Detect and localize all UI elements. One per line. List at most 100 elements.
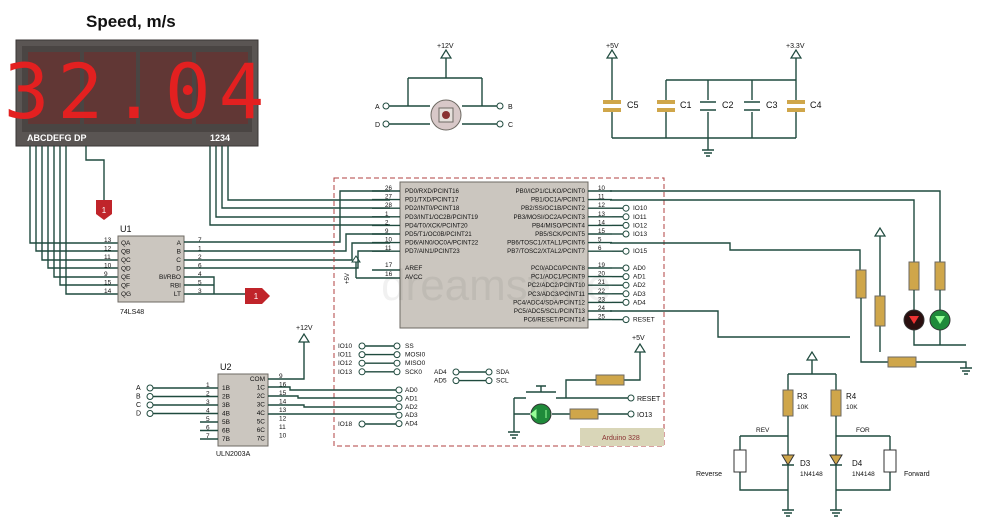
io-terminal [395, 386, 403, 394]
svg-text:Forward: Forward [904, 471, 930, 478]
arduino-label-box [580, 428, 664, 446]
u1-pin-label: QE [121, 274, 131, 281]
u2-pin-number: 3 [206, 399, 210, 406]
mcu-pin-label: PD1/TXD/PCINT17 [405, 197, 459, 204]
reset-circuit: +5V RESET IO13 [508, 335, 661, 439]
io-terminal [622, 221, 630, 229]
mcu-pin-number: 25 [598, 314, 605, 321]
u2-input-label: A [136, 385, 141, 392]
io-terminal [146, 410, 154, 417]
io-terminal [395, 403, 403, 411]
svg-text:D3: D3 [800, 459, 811, 468]
mcu-pin-label: PD6/AIN0/OC0A/PCINT22 [405, 240, 479, 247]
mcu-pin-label: PB3/MOSI/OC2A/PCINT3 [513, 214, 585, 221]
u1-pin-number: 2 [198, 254, 202, 261]
mcu-pin-number: 11 [385, 245, 392, 252]
led-pot-section [855, 226, 972, 375]
u1-pin-number: 11 [104, 254, 111, 261]
mcu-pin-label: PB1/OC1A/PCINT1 [531, 197, 586, 204]
svg-text:D4: D4 [852, 459, 863, 468]
u2-pin-label: 6C [257, 427, 266, 434]
display-digits: 32.04 [4, 47, 273, 136]
svg-text:+12V: +12V [296, 325, 313, 332]
u1-pin-number: 9 [104, 271, 108, 278]
svg-text:IO13: IO13 [637, 412, 652, 419]
seven-segment-display: 32.04 ABCDEFG DP 1234 [4, 39, 273, 147]
io-terminal [452, 368, 460, 376]
io-terminal [485, 368, 493, 376]
u2-input-label: C [136, 402, 141, 409]
u1-pin-label: QG [121, 291, 131, 298]
mcu-pin-number: 9 [385, 228, 389, 235]
io-label: IO11 [633, 214, 647, 221]
mcu-pin-number: 14 [598, 219, 605, 226]
svg-text:+5V: +5V [632, 335, 645, 342]
svg-text:C2: C2 [722, 100, 734, 110]
u1-pin-label: D [176, 266, 181, 273]
mcu-pin-number: 19 [598, 262, 605, 269]
u2-pin-number: 5 [206, 416, 210, 423]
arduino-label: Arduino 328 [602, 435, 640, 442]
u1-pin-number: 13 [104, 237, 112, 244]
mcu-pin-label: PC4/ADC4/SDA/PCINT12 [513, 299, 585, 306]
mcu-atmega328: PD0/RXD/PCINT1626PD1/TXD/PCINT1727PD2/IN… [345, 181, 655, 329]
svg-text:1: 1 [102, 206, 107, 215]
svg-text:+12V: +12V [437, 43, 454, 50]
io-terminal [146, 384, 154, 392]
u2-input-label: B [136, 394, 141, 401]
io18-label: IO18 [338, 421, 352, 428]
u2-pin-label: 6B [222, 428, 230, 435]
mcu-pin-label: PD2/INT0/PCINT18 [405, 205, 460, 212]
mcu-pin-number: 21 [598, 279, 605, 286]
svg-text:C5: C5 [627, 100, 639, 110]
stepper-motor: +12V A D B C [375, 43, 513, 131]
io-label: AD4 [633, 299, 646, 306]
io-terminal [395, 420, 403, 428]
mcu-pin-label: PD7/AIN1/PCINT23 [405, 248, 460, 255]
svg-text:RESET: RESET [637, 396, 661, 403]
svg-text:ULN2003A: ULN2003A [216, 451, 251, 458]
u1-pin-number: 3 [198, 288, 202, 295]
io-terminal [622, 273, 630, 281]
u2-pin-number: 6 [206, 425, 210, 432]
u1-pin-number: 5 [198, 280, 202, 287]
u1-pin-label: RBI [170, 283, 181, 290]
mcu-pin-number: 6 [598, 245, 602, 252]
u2-pin-label: 7B [222, 436, 230, 443]
u2-input-label: D [136, 411, 141, 418]
io-left-label: IO10 [338, 343, 352, 350]
io-terminal [622, 230, 630, 238]
svg-text:REV: REV [756, 427, 770, 434]
svg-text:C3: C3 [766, 100, 778, 110]
io-right-label: MOSI0 [405, 352, 426, 359]
svg-text:B: B [508, 104, 513, 111]
svg-text:U2: U2 [220, 362, 232, 372]
u2-pin-number: 1 [206, 382, 210, 389]
mcu-pin-number: 23 [598, 296, 605, 303]
terminal-flag-1: 1 [96, 200, 112, 220]
u2-pin-number: 12 [279, 416, 287, 423]
svg-text:C4: C4 [810, 100, 822, 110]
u2-pin-label: 3C [257, 402, 266, 409]
u1-pin-label: QA [121, 240, 131, 247]
mcu-pin-label: PD0/RXD/PCINT16 [405, 188, 460, 195]
u2-pin-number: 2 [206, 391, 210, 398]
u2-pin-number: 4 [206, 408, 210, 415]
u1-pin-label: QF [121, 283, 130, 290]
svg-text:AREF: AREF [405, 265, 422, 272]
mcu-pin-label: PB7/TOSC2/XTAL2/PCINT7 [507, 248, 585, 255]
mcu-pin-label: PD4/T0/XCK/PCINT20 [405, 222, 468, 229]
u1-pin-number: 7 [198, 237, 202, 244]
mcu-pin-number: 26 [385, 185, 392, 192]
mcu-pin-number: 11 [598, 194, 605, 201]
mcu-pin-label: PD5/T1/OC0B/PCINT21 [405, 231, 472, 238]
mcu-pin-number: 28 [385, 202, 392, 209]
ad-left-label: AD5 [434, 378, 447, 385]
u2-pin-label: 5B [222, 419, 230, 426]
svg-text:C1: C1 [680, 100, 692, 110]
svg-text:1N4148: 1N4148 [852, 471, 875, 478]
led-wires [610, 190, 941, 338]
io-terminal [622, 247, 630, 255]
io-label: AD0 [633, 265, 646, 272]
ad-right-label: SCL [496, 378, 509, 385]
